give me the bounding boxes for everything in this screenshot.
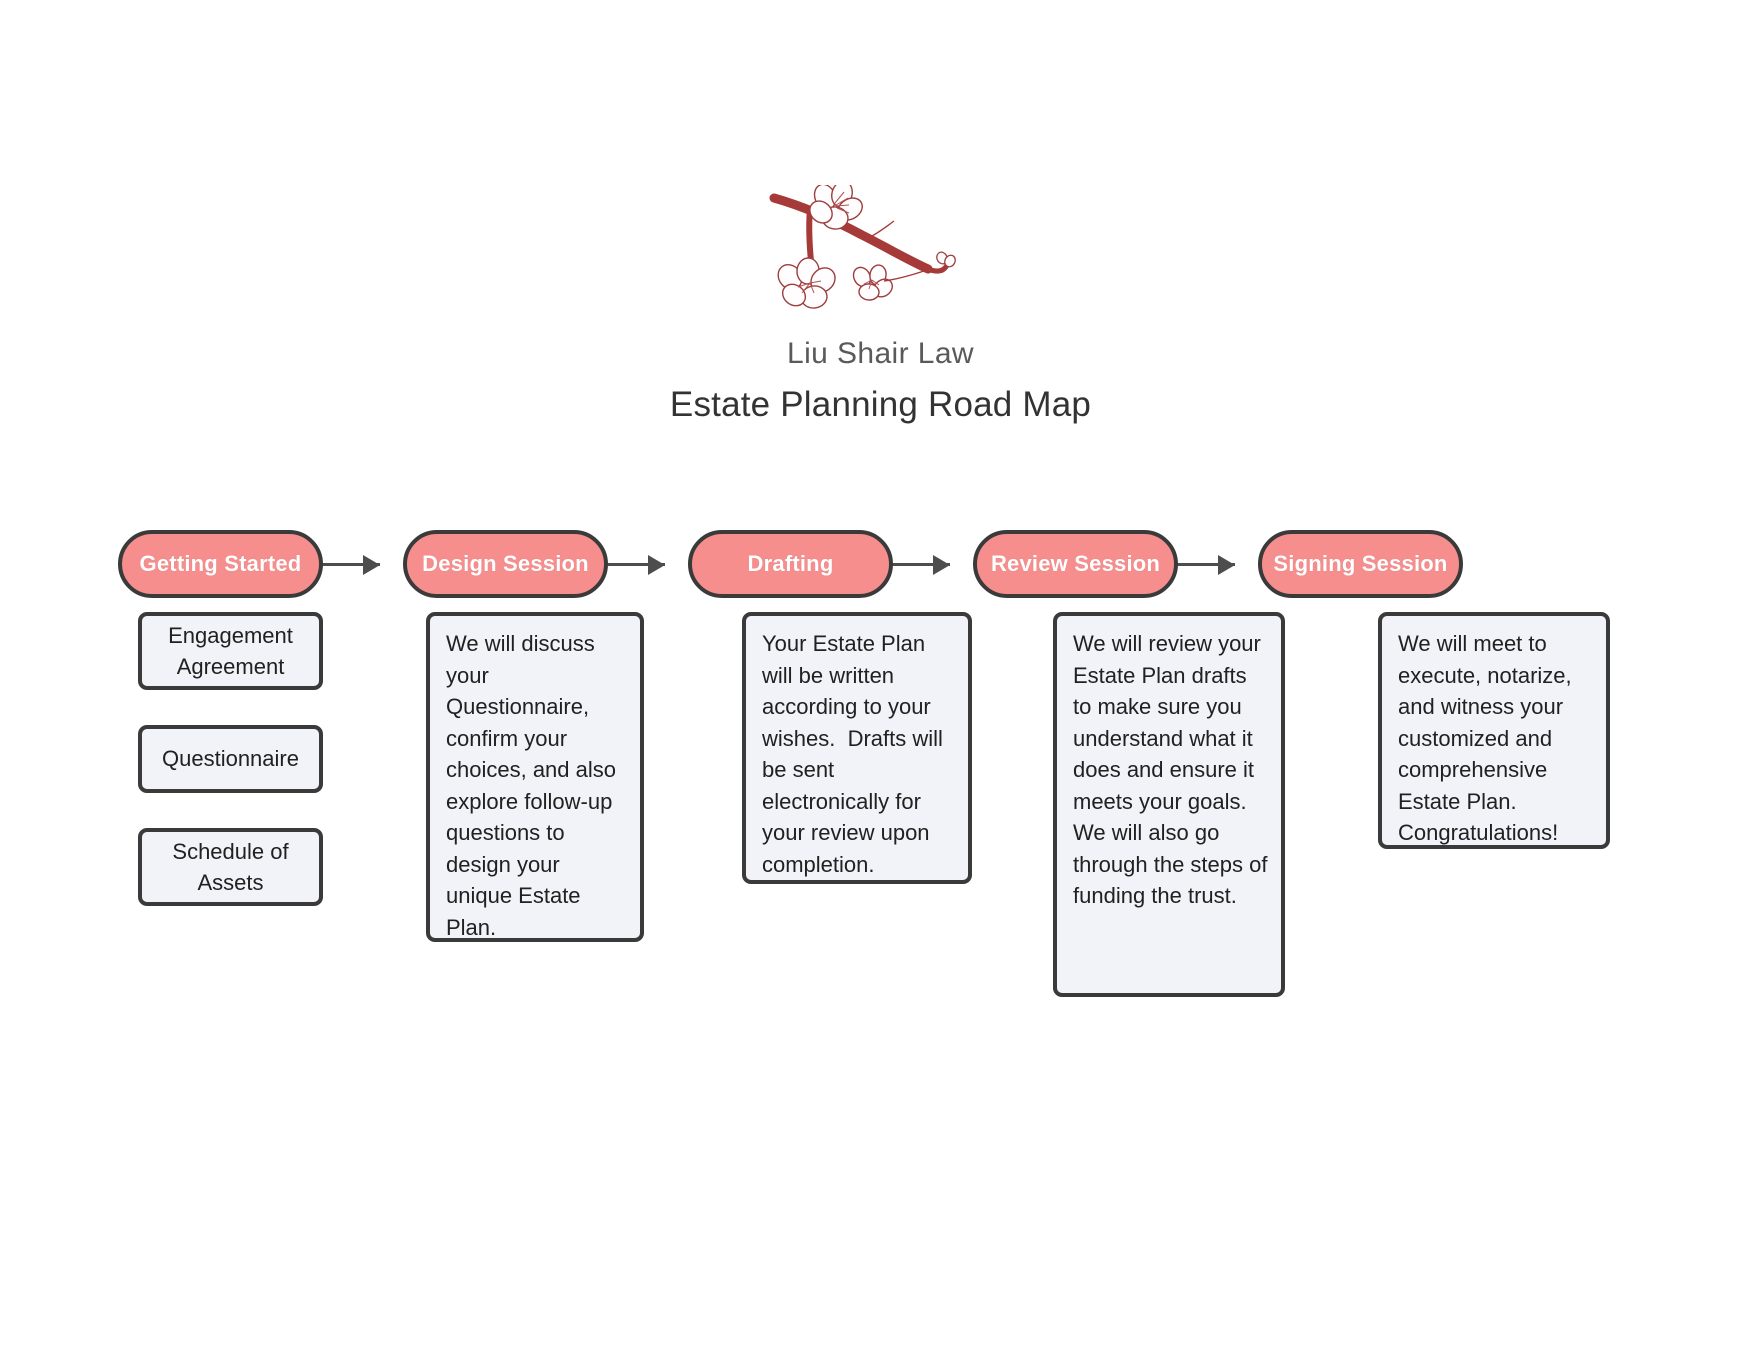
connector-2 [593, 563, 665, 566]
stage-label: Drafting [747, 551, 834, 576]
page-title: Estate Planning Road Map [669, 385, 1092, 424]
roadmap-stage-row: Getting Started Design Session Drafting … [0, 530, 1761, 605]
note-box: We will meet to execute, notarize, and w… [1378, 612, 1610, 849]
note-box: Your Estate Plan will be written accordi… [742, 612, 972, 884]
stage-label: Review Session [990, 551, 1161, 576]
note-box: Questionnaire [138, 725, 323, 793]
stage-label: Design Session [422, 551, 589, 576]
stage-getting-started[interactable]: Getting Started [118, 530, 323, 598]
column-signing-session: We will meet to execute, notarize, and w… [1378, 612, 1610, 849]
note-box: Schedule of Assets [138, 828, 323, 906]
stage-label: Signing Session [1273, 551, 1448, 576]
stage-drafting[interactable]: Drafting [688, 530, 893, 598]
connector-4 [1163, 563, 1235, 566]
header: Liu Shair Law Estate Planning Road Map [0, 185, 1761, 425]
column-review-session: We will review your Estate Plan drafts t… [1053, 612, 1285, 997]
connector-1 [308, 563, 380, 566]
arrowhead-3 [933, 555, 950, 575]
cherry-blossom-branch-logo [766, 185, 996, 335]
stage-label: Getting Started [139, 551, 302, 576]
arrowhead-2 [648, 555, 665, 575]
connector-3 [878, 563, 950, 566]
note-box: We will review your Estate Plan drafts t… [1053, 612, 1285, 997]
stage-signing-session[interactable]: Signing Session [1258, 530, 1463, 598]
firm-name: Liu Shair Law [787, 337, 974, 370]
column-design-session: We will discuss your Questionnaire, conf… [426, 612, 644, 942]
note-box: Engagement Agreement [138, 612, 323, 690]
column-drafting: Your Estate Plan will be written accordi… [742, 612, 972, 884]
arrowhead-4 [1218, 555, 1235, 575]
note-box: We will discuss your Questionnaire, conf… [426, 612, 644, 942]
stage-design-session[interactable]: Design Session [403, 530, 608, 598]
arrowhead-1 [363, 555, 380, 575]
logo-svg [769, 185, 956, 309]
column-getting-started: Engagement Agreement Questionnaire Sched… [138, 612, 323, 906]
stage-review-session[interactable]: Review Session [973, 530, 1178, 598]
